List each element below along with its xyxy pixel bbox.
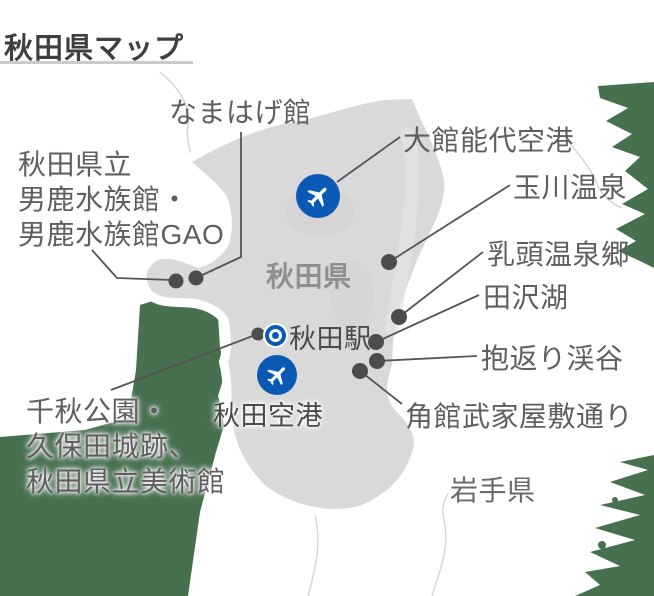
label-akita-prefecture: 秋田県 bbox=[266, 261, 352, 292]
label-tamagawa-onsen: 玉川温泉 bbox=[513, 172, 628, 203]
poi-dot bbox=[391, 309, 407, 325]
label-nyuto-onsen: 乳頭温泉郷 bbox=[487, 239, 630, 270]
page-title: 秋田県マップ bbox=[4, 33, 185, 66]
label-kakunodate-samurai-street: 角館武家屋敷通り bbox=[405, 401, 634, 432]
akita-prefecture-shape bbox=[146, 99, 445, 509]
label-dakigaeri-gorge: 抱返り渓谷 bbox=[481, 343, 624, 374]
label-line: 久保田城跡、 bbox=[26, 431, 198, 462]
title-underline bbox=[0, 61, 193, 64]
label-line: 千秋公園・ bbox=[26, 396, 169, 427]
label-odate-noshiro-airport: 大館能代空港 bbox=[403, 125, 575, 156]
connector-lines bbox=[91, 132, 511, 405]
label-iwate-prefecture: 岩手県 bbox=[450, 475, 536, 506]
poi-dot bbox=[352, 363, 368, 379]
poi-dot bbox=[381, 254, 397, 270]
line-senshu bbox=[110, 333, 259, 391]
line-odate-airport bbox=[336, 136, 401, 183]
line-namahage bbox=[197, 132, 242, 278]
sea-green-east bbox=[598, 82, 654, 268]
label-oga-aquarium: 秋田県立 男鹿水族館・ 男鹿水族館GAO bbox=[18, 147, 224, 252]
airplane-icon bbox=[306, 187, 327, 207]
poi-dot bbox=[368, 334, 384, 350]
label-line: 秋田県立美術館 bbox=[26, 466, 226, 497]
sea-green-southeast bbox=[575, 455, 654, 596]
station-icon-core bbox=[272, 332, 279, 339]
poi-dot bbox=[168, 273, 184, 289]
poi-dot bbox=[251, 327, 265, 341]
akita-airport-marker bbox=[257, 355, 297, 395]
poi-dot bbox=[369, 353, 385, 369]
line-aquarium bbox=[91, 249, 173, 281]
label-akita-airport: 秋田空港 bbox=[213, 401, 323, 431]
line-kakunodate bbox=[359, 370, 403, 405]
sea-green-areas bbox=[0, 82, 654, 596]
station-icon bbox=[265, 325, 286, 346]
sea-green-southwest bbox=[0, 297, 226, 596]
label-line: 男鹿水族館・ bbox=[18, 184, 190, 215]
line-nyuto bbox=[398, 251, 484, 318]
label-lake-tazawa: 田沢湖 bbox=[483, 282, 569, 313]
label-senshu-park: 千秋公園・ 久保田城跡、 秋田県立美術館 bbox=[26, 394, 226, 499]
odate-noshiro-airport-marker bbox=[296, 174, 340, 218]
label-akita-station: 秋田駅 bbox=[289, 324, 372, 354]
label-namahage-museum: なまはげ館 bbox=[169, 97, 312, 128]
line-dakigaeri bbox=[376, 355, 478, 362]
poi-dot bbox=[188, 270, 204, 286]
line-tazawa bbox=[375, 294, 480, 343]
label-line: 男鹿水族館GAO bbox=[18, 219, 225, 250]
label-line: 秋田県立 bbox=[18, 149, 133, 180]
line-tamagawa bbox=[388, 184, 511, 263]
airplane-icon bbox=[266, 366, 285, 385]
station-icon-ring bbox=[269, 329, 282, 342]
poi-dots bbox=[168, 254, 407, 379]
